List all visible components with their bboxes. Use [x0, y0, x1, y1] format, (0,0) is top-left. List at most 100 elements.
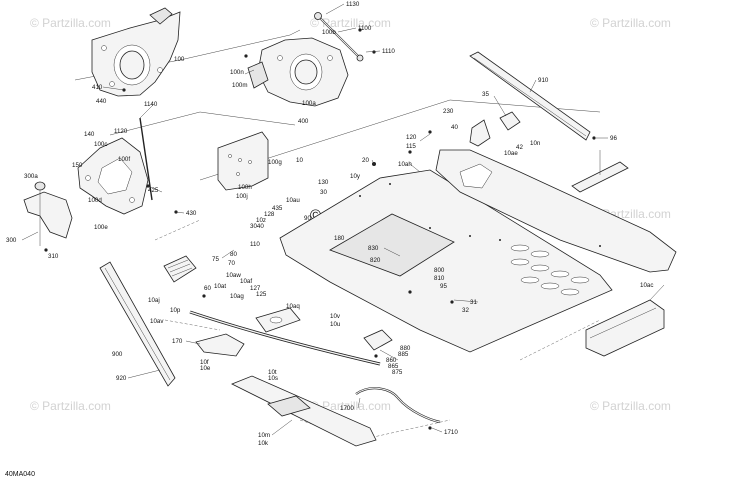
callout-label: 70 — [228, 260, 235, 267]
callout-label: 100f — [118, 156, 130, 163]
bolt-icon — [408, 150, 412, 154]
callout-label: 100c — [94, 141, 107, 148]
callout-label: 20 — [362, 157, 369, 164]
watermark: © Partzilla.com — [310, 399, 391, 413]
callout-label: 10y — [350, 173, 361, 180]
rear-bracket-part — [571, 150, 629, 193]
callout-label: 1100 — [358, 25, 372, 32]
front-brace-part — [23, 181, 73, 246]
bolt-icon — [358, 28, 362, 32]
callout-label: 170 — [172, 338, 183, 345]
callout-label: 880 — [400, 345, 411, 352]
bolt-icon — [244, 54, 248, 58]
callout-label: 125 — [256, 291, 267, 298]
callout-label: 60 — [204, 285, 211, 292]
leader-lines — [21, 3, 665, 436]
callout-label: 10f — [200, 359, 209, 366]
callout-label: 1120 — [114, 128, 128, 135]
callout-label: 100h — [238, 184, 252, 191]
callout-label: 10 — [296, 157, 303, 164]
callout-label: 10aq — [286, 303, 300, 310]
callout-label: 10au — [286, 197, 300, 204]
callout-label: 400 — [298, 118, 309, 125]
fasteners — [44, 28, 596, 430]
callout-label: 820 — [370, 257, 381, 264]
callout-label: 1710 — [444, 429, 458, 436]
callout-label: 35 — [482, 91, 489, 98]
callout-label: 920 — [116, 375, 127, 382]
diagram-code: 40MA040 — [5, 471, 35, 478]
callout-label: 410 — [92, 84, 103, 91]
callout-label: 100m — [232, 82, 247, 89]
steering-rod-part — [314, 12, 364, 62]
callout-label: 150 — [72, 162, 83, 169]
callout-label: 115 — [406, 143, 416, 150]
callout-label: 1110 — [382, 48, 395, 55]
callout-label: 140 — [84, 131, 95, 138]
callout-label: 10aj — [148, 297, 160, 304]
callout-label: 10z — [256, 217, 266, 224]
callout-label: 865 — [388, 363, 399, 370]
watermark: © Partzilla.com — [590, 399, 671, 413]
running-board-part — [231, 375, 377, 447]
bolt-icon — [202, 294, 206, 298]
callout-label: 10av — [150, 318, 164, 325]
callout-label: 10aw — [226, 272, 241, 279]
callout-label: 100d — [88, 197, 102, 204]
callout-label: 10ag — [230, 293, 244, 300]
callout-label: 435 — [272, 205, 283, 212]
callout-label: 300a — [24, 173, 38, 180]
callout-label: 10s — [268, 375, 278, 382]
callout-label: 10at — [214, 283, 226, 290]
rubber-strip-part — [189, 310, 381, 366]
callout-label: 885 — [398, 351, 409, 358]
front-frame-part — [91, 7, 181, 97]
bolt-icon — [408, 290, 412, 294]
callout-label: 10u — [330, 321, 341, 328]
callout-label: 110 — [250, 241, 260, 248]
callout-label: 100b — [322, 29, 336, 36]
callout-label: 100g — [268, 159, 282, 166]
callout-label: 10p — [170, 307, 181, 314]
side-rail-part — [99, 261, 176, 387]
callout-label: 127 — [250, 285, 261, 292]
callout-label: 230 — [443, 108, 454, 115]
callout-label: 32 — [462, 307, 469, 314]
tunnel-bar-part — [469, 51, 591, 141]
callout-label: 42 — [516, 144, 523, 151]
callout-label: 95 — [440, 283, 447, 290]
callout-label: 90 — [304, 215, 311, 222]
callout-label: 10v — [330, 313, 341, 320]
bolt-icon — [372, 50, 376, 54]
watermark: © Partzilla.com — [30, 399, 111, 413]
callout-label: 128 — [264, 211, 275, 218]
callout-label: 10ac — [640, 282, 653, 289]
callout-label: 180 — [334, 235, 345, 242]
upper-support-part — [247, 37, 349, 107]
bolt-icon — [44, 248, 48, 252]
callout-label: 830 — [368, 245, 379, 252]
nut-icon — [374, 354, 378, 358]
callout-label: 100e — [94, 224, 108, 231]
footrest-part — [355, 387, 441, 424]
side-bracket-part — [363, 329, 393, 351]
callout-label: 100 — [174, 56, 185, 63]
callout-label: 40 — [451, 124, 458, 131]
callout-label: 75 — [212, 256, 219, 263]
callout-label: 910 — [538, 77, 549, 84]
deck-slots — [510, 244, 590, 296]
bolt-icon — [450, 300, 454, 304]
callout-label: 10ae — [504, 150, 518, 157]
callout-label: 1140 — [144, 101, 158, 108]
watermark: © Partzilla.com — [30, 16, 111, 30]
callout-label: 3040 — [250, 223, 264, 230]
callout-label: 810 — [434, 275, 445, 282]
grille-part — [163, 255, 197, 283]
callout-label: 10m — [258, 432, 270, 439]
callout-label: 96 — [610, 135, 617, 142]
lower-bracket-part — [195, 333, 245, 357]
watermark: © Partzilla.com — [590, 16, 671, 30]
callout-label: 100n — [230, 69, 244, 76]
callout-label: 100a — [302, 100, 316, 107]
